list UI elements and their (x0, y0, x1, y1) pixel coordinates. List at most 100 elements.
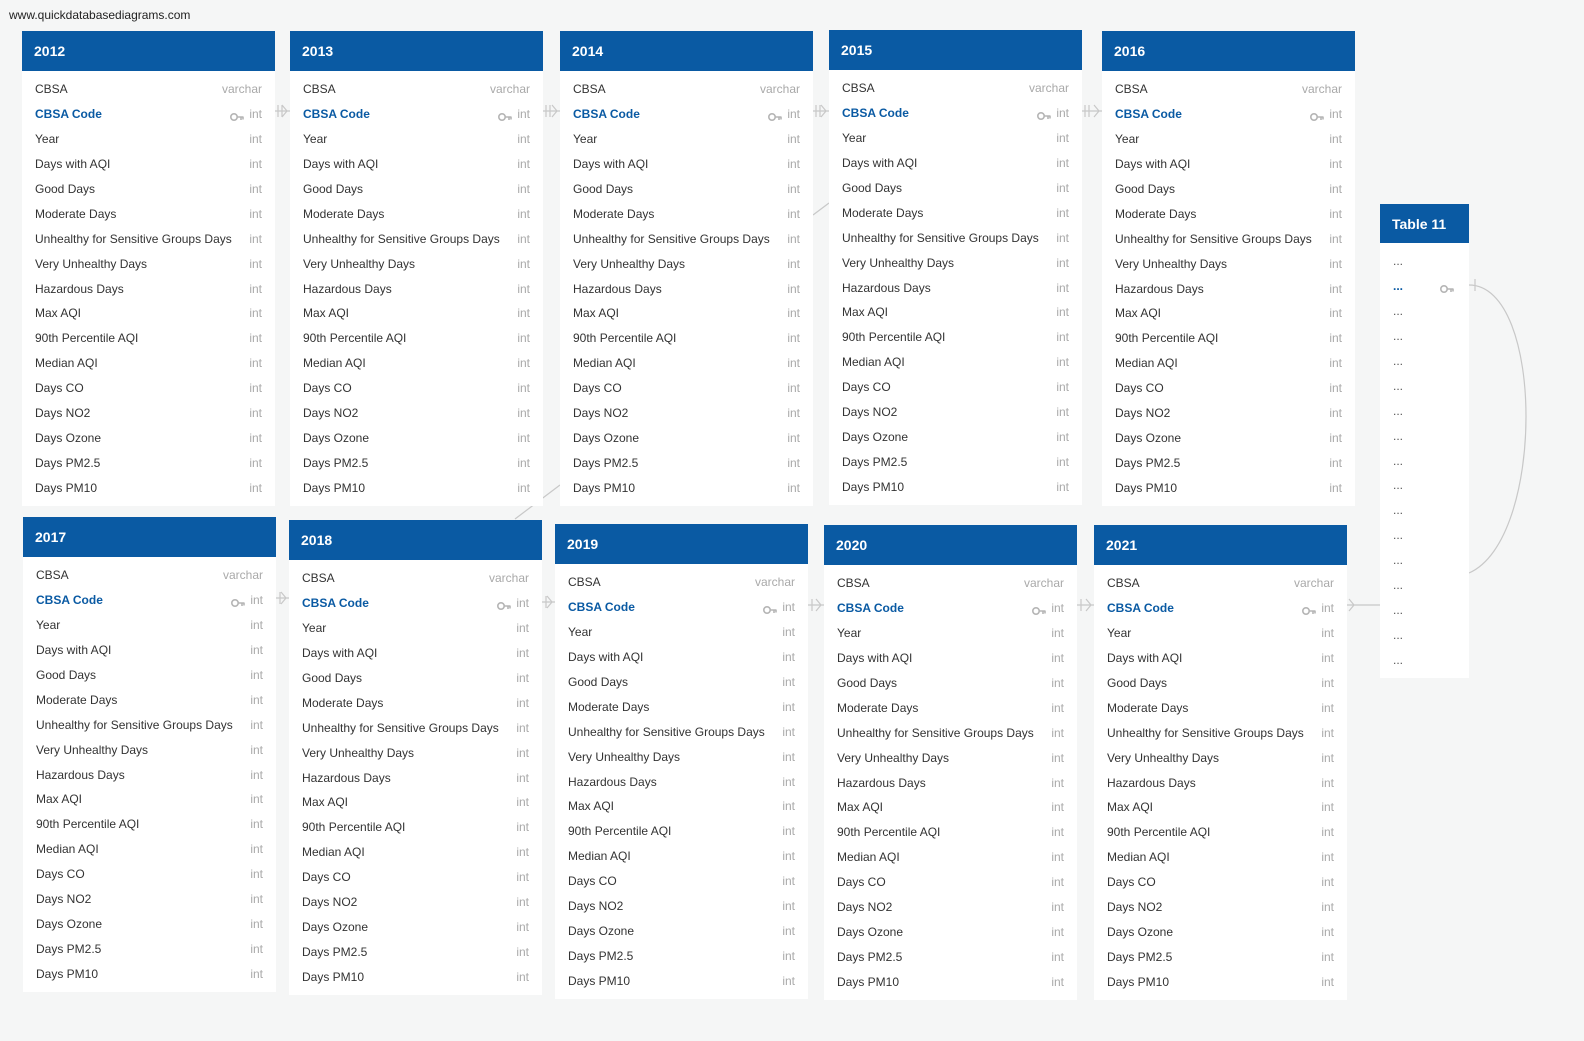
column-row[interactable]: ... (1380, 647, 1469, 672)
column-row[interactable]: ... (1380, 448, 1469, 473)
column-row[interactable]: ... (1380, 473, 1469, 498)
column-row[interactable]: ... (1380, 398, 1469, 423)
column-row[interactable]: ... (1380, 573, 1469, 598)
table-header[interactable]: 2013 (290, 31, 543, 71)
primary-key-row[interactable]: ... (1380, 274, 1469, 299)
column-row[interactable]: ... (1380, 423, 1469, 448)
column-row[interactable]: ... (1380, 324, 1469, 349)
column-row[interactable]: ... (1380, 349, 1469, 374)
column-row[interactable]: ... (1380, 373, 1469, 398)
table-header[interactable]: 2017 (23, 517, 276, 557)
column-row[interactable]: ... (1380, 249, 1469, 274)
table-header[interactable]: 2018 (289, 520, 542, 560)
table-header[interactable]: 2020 (824, 525, 1077, 565)
column-row[interactable]: ... (1380, 523, 1469, 548)
column-row[interactable]: ... (1380, 498, 1469, 523)
